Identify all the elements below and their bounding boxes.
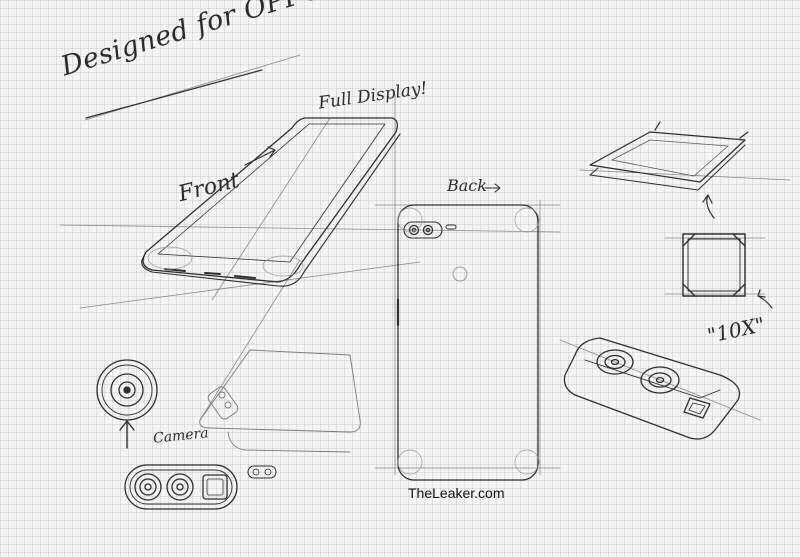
lens-detail-sketch bbox=[96, 359, 158, 421]
camera-module-flat-sketch bbox=[124, 464, 277, 510]
watermark-text: TheLeaker.com bbox=[408, 485, 505, 501]
prism-square-sketch bbox=[682, 233, 746, 297]
phone-front-sketch bbox=[141, 117, 401, 287]
camera-module-perspective-sketch bbox=[563, 337, 741, 440]
construction-lines bbox=[59, 54, 791, 476]
label-back: Back bbox=[447, 176, 487, 195]
periscope-module-sketch bbox=[589, 121, 749, 191]
phone-back-sketch bbox=[396, 204, 540, 481]
phone-side-sketch bbox=[199, 349, 361, 453]
